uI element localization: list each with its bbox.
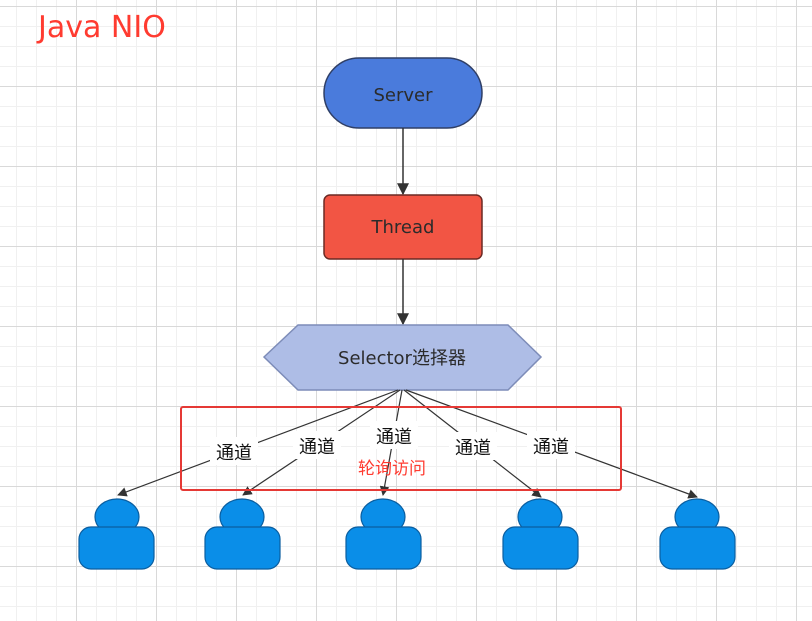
channel-label-2: 通道 <box>299 437 335 458</box>
user-icon <box>345 498 422 570</box>
channel-label-5: 通道 <box>533 437 569 458</box>
server-node: Server <box>323 57 483 129</box>
user-icon <box>659 498 736 570</box>
channel-label-bg-1 <box>210 437 258 465</box>
polling-label: 轮询访问 <box>358 459 426 479</box>
channel-label-bg-5 <box>527 431 575 459</box>
channel-label-3: 通道 <box>376 427 412 448</box>
user-icon <box>78 498 155 570</box>
thread-label: Thread <box>371 217 435 238</box>
polling-highlight-box <box>180 406 622 491</box>
thread-node: Thread <box>323 194 483 260</box>
channel-label-bg-2 <box>293 431 341 459</box>
diagram-title: Java NIO <box>38 10 166 45</box>
channel-label-1: 通道 <box>216 443 252 464</box>
selector-node: Selector选择器 <box>262 324 543 391</box>
channel-label-bg-3 <box>370 421 418 449</box>
channel-label-bg-4 <box>449 432 497 460</box>
server-label: Server <box>373 85 433 106</box>
selector-label: Selector选择器 <box>338 348 466 369</box>
channel-label-4: 通道 <box>455 438 491 459</box>
user-icon <box>204 498 281 570</box>
user-icon <box>502 498 579 570</box>
